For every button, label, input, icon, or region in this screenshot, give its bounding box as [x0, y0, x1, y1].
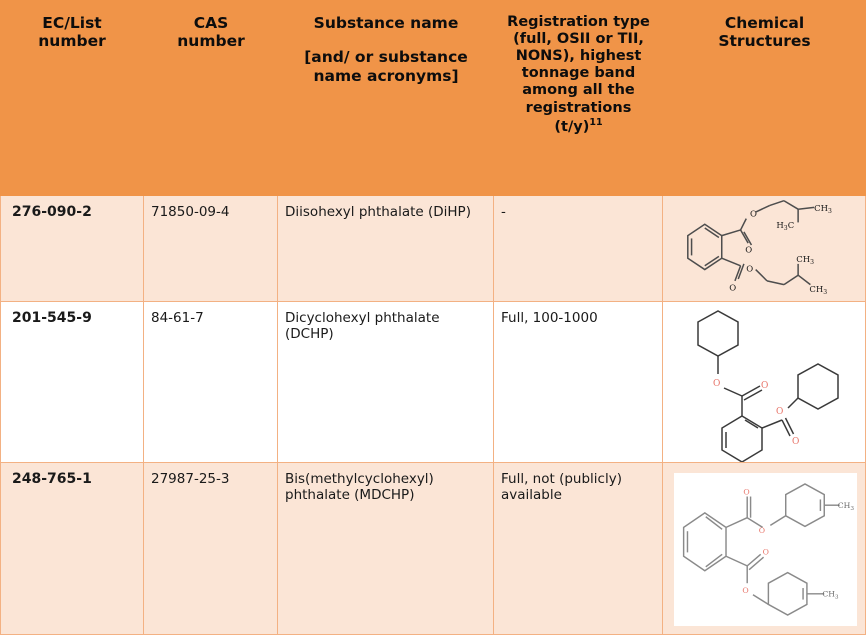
svg-text:O: O — [761, 381, 768, 391]
diisohexyl-phthalate-structure: O O CH3 H3C O O — [671, 196, 863, 295]
cell-registration-type: Full, 100-1000 — [494, 302, 663, 463]
svg-text:H3C: H3C — [776, 220, 794, 232]
svg-text:CH3: CH3 — [796, 254, 814, 266]
svg-text:O: O — [729, 282, 736, 292]
cell-ec-list-number: 248-765-1 — [0, 463, 144, 635]
cell-registration-type: Full, not (publicly) available — [494, 463, 663, 635]
column-header-ec-list-number-line2: number — [38, 32, 106, 51]
column-header-substance-name-sub: [and/ or substance name acronyms] — [304, 48, 468, 85]
cell-chemical-structure: O O CH3 O O — [663, 463, 866, 635]
column-header-substance-name: Substance name [and/ or substance name a… — [278, 0, 494, 196]
cell-cas-number: 71850-09-4 — [144, 196, 278, 302]
table-header-row: EC/List number CAS number Substance name… — [0, 0, 866, 196]
column-header-chemical-structures-line2: Structures — [718, 32, 811, 51]
cell-substance-name: Dicyclohexyl phthalate (DCHP) — [278, 302, 494, 463]
cell-cas-number: 27987-25-3 — [144, 463, 278, 635]
cell-registration-type: - — [494, 196, 663, 302]
svg-text:CH3: CH3 — [814, 203, 832, 215]
cell-substance-name: Bis(methylcyclohexyl) phthalate (MDCHP) — [278, 463, 494, 635]
table-row: 276-090-2 71850-09-4 Diisohexyl phthalat… — [0, 196, 866, 302]
svg-text:O: O — [745, 245, 752, 255]
column-header-registration-type-footnote: 11 — [589, 116, 603, 128]
cell-chemical-structure: O O CH3 H3C O O — [663, 196, 866, 302]
column-header-chemical-structures: Chemical Structures — [663, 0, 866, 196]
svg-text:O: O — [792, 437, 799, 447]
svg-text:O: O — [746, 263, 753, 273]
svg-text:CH3: CH3 — [838, 501, 855, 512]
column-header-cas-number: CAS number — [144, 0, 278, 196]
column-header-registration-type-text: Registration type (full, OSII or TII, NO… — [507, 14, 650, 135]
column-header-chemical-structures-line1: Chemical — [724, 14, 805, 32]
table-row: 248-765-1 27987-25-3 Bis(methylcyclohexy… — [0, 463, 866, 635]
svg-text:CH3: CH3 — [822, 590, 839, 601]
svg-text:O: O — [713, 379, 720, 389]
svg-text:O: O — [743, 488, 749, 497]
cell-substance-name: Diisohexyl phthalate (DiHP) — [278, 196, 494, 302]
column-header-cas-number-line1: CAS — [193, 14, 229, 32]
svg-text:CH3: CH3 — [809, 284, 827, 295]
cell-chemical-structure: O O O O — [663, 302, 866, 463]
dicyclohexyl-phthalate-structure: O O O O — [663, 302, 865, 462]
svg-text:O: O — [776, 407, 783, 417]
column-header-ec-list-number: EC/List number — [0, 0, 144, 196]
column-header-registration-type: Registration type (full, OSII or TII, NO… — [494, 0, 663, 196]
svg-text:O: O — [742, 586, 748, 595]
cell-ec-list-number: 276-090-2 — [0, 196, 144, 302]
bis-methylcyclohexyl-phthalate-structure: O O CH3 O O — [674, 473, 857, 626]
column-header-substance-name-main: Substance name — [313, 14, 459, 32]
cell-cas-number: 84-61-7 — [144, 302, 278, 463]
svg-text:O: O — [750, 209, 757, 219]
svg-text:O: O — [763, 547, 769, 556]
table-row: 201-545-9 84-61-7 Dicyclohexyl phthalate… — [0, 302, 866, 463]
svg-text:O: O — [759, 526, 765, 535]
column-header-ec-list-number-line1: EC/List — [42, 14, 102, 32]
cell-ec-list-number: 201-545-9 — [0, 302, 144, 463]
column-header-cas-number-line2: number — [177, 32, 245, 51]
